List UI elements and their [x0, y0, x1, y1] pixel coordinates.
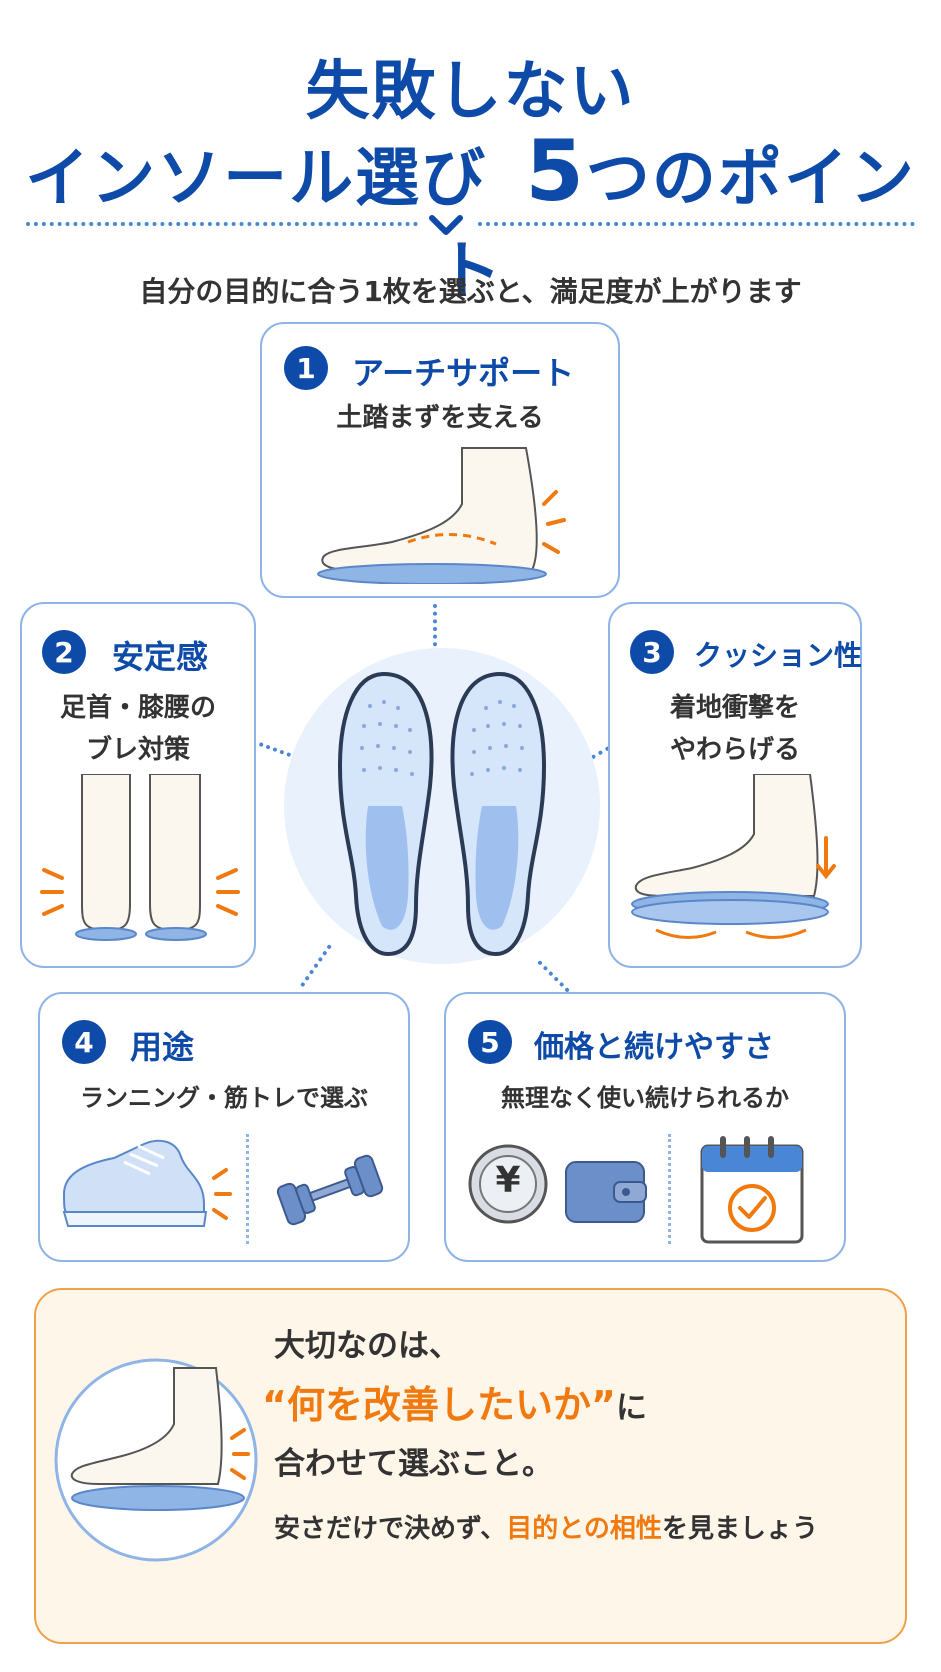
subtitle: 自分の目的に合う1枚を選ぶと、満足度が上がります — [139, 275, 802, 308]
point-card-price: 5 価格と続けやすさ 無理なく使い続けられるか ¥ — [444, 992, 846, 1262]
dumbbell-icon — [276, 1154, 384, 1226]
point-title: 用途 — [130, 1028, 195, 1066]
point-title: 安定感 — [112, 638, 209, 676]
calendar-check-icon — [700, 1136, 804, 1244]
divider-right — [478, 222, 915, 226]
yen-symbol: ¥ — [495, 1160, 521, 1201]
foot-arch-icon — [317, 447, 566, 584]
divider-vertical — [246, 1134, 249, 1244]
insoles-illustration — [284, 648, 600, 964]
point-card-arch-support: 1 アーチサポート 土踏まずを支える — [260, 322, 620, 598]
summary-line-1: 大切なのは、 — [274, 1328, 460, 1364]
point-number: 4 — [62, 1020, 106, 1064]
point-card-cushioning: 3 クッション性 着地衝撃を やわらげる — [608, 602, 862, 968]
divider-left — [26, 222, 418, 226]
foot-insole-circle-icon — [54, 1358, 258, 1562]
point-desc-line-2: やわらげる — [669, 735, 800, 765]
legs-stability-icon — [40, 774, 240, 941]
foot-cushion-icon — [631, 774, 836, 939]
chevron-down-icon — [429, 215, 463, 235]
wallet-icon — [565, 1161, 647, 1223]
summary-box: 大切なのは、 “何を改善したいか”に 合わせて選ぶこと。 安さだけで決めず、目的… — [34, 1288, 907, 1644]
point-desc-line-2: ブレ対策 — [85, 735, 190, 765]
point-title: アーチサポート — [352, 354, 575, 392]
point-number: 1 — [284, 346, 328, 390]
point-title: 価格と続けやすさ — [534, 1030, 774, 1065]
point-number: 5 — [468, 1020, 512, 1064]
point-desc-line-1: 足首・膝腰の — [59, 693, 216, 723]
point-card-purpose: 4 用途 ランニング・筋トレで選ぶ — [38, 992, 410, 1262]
point-card-stability: 2 安定感 足首・膝腰の ブレ対策 — [20, 602, 256, 968]
yen-coin-icon — [468, 1144, 548, 1224]
summary-line-2: “何を改善したいか”に — [262, 1383, 647, 1427]
title-line-2: インソール選び 5つのポイント — [25, 122, 916, 309]
summary-highlight-quote: “何を改善したいか” — [262, 1383, 616, 1427]
point-desc: 土踏まずを支える — [336, 403, 544, 433]
insole-right — [450, 671, 547, 957]
summary-line-3: 合わせて選ぶこと。 — [274, 1446, 553, 1482]
point-number: 3 — [630, 630, 674, 674]
title-number: 5 — [525, 122, 586, 220]
point-title: クッション性 — [694, 639, 863, 672]
insole-left — [337, 671, 434, 957]
summary-line-4: 安さだけで決めず、目的との相性を見ましょう — [274, 1514, 818, 1544]
point-desc-line-1: 着地衝撃を — [669, 693, 800, 723]
divider-vertical — [668, 1134, 671, 1244]
point-number: 2 — [42, 630, 86, 674]
point-desc: 無理なく使い続けられるか — [501, 1084, 789, 1112]
summary-highlight-fit: 目的との相性 — [506, 1514, 662, 1544]
running-shoe-icon — [62, 1139, 232, 1227]
title-line-1: 失敗しない — [305, 55, 636, 129]
point-desc: ランニング・筋トレで選ぶ — [80, 1084, 368, 1112]
